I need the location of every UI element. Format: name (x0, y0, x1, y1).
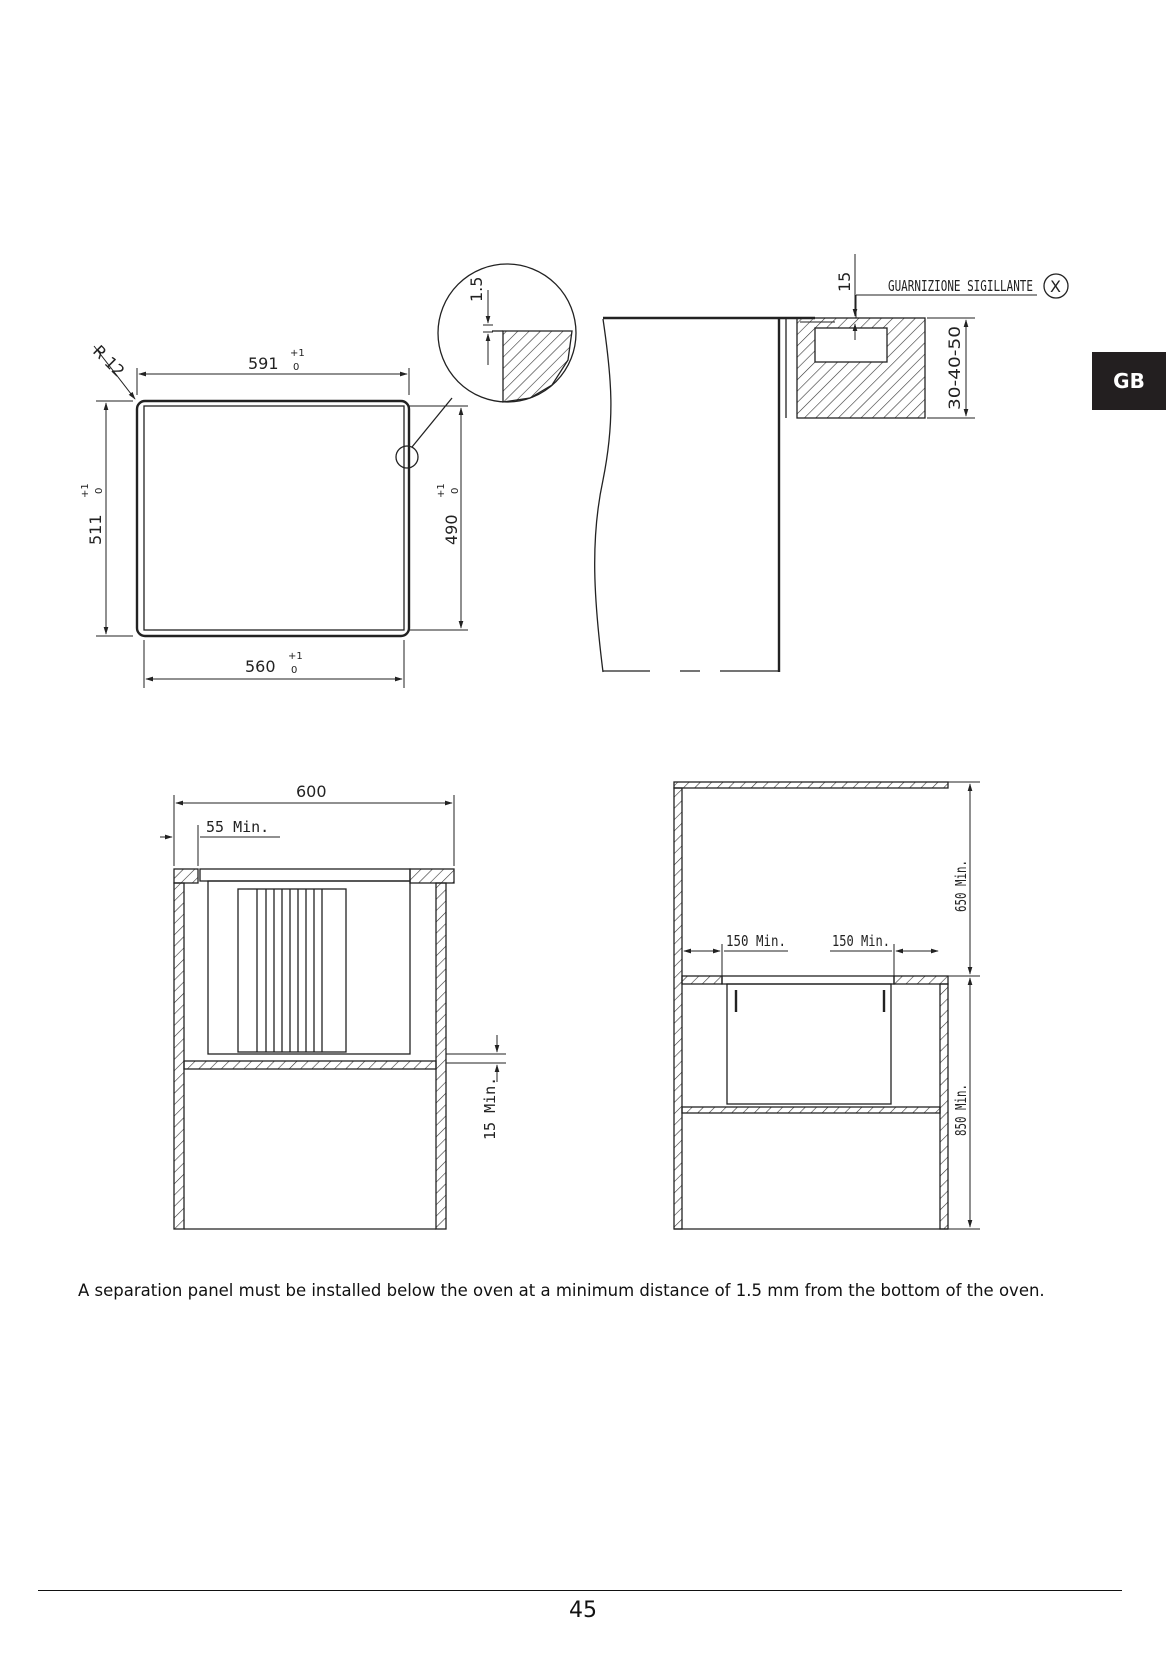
seal-marker-label: X (1050, 277, 1061, 296)
width-top-tol-plus: +1 (290, 348, 305, 359)
thickness-label: 30-40-50 (945, 326, 964, 410)
gap-15-label: 15 (835, 272, 854, 292)
cutout-outer (135, 399, 411, 638)
separation-panel (183, 1060, 437, 1070)
right-clearance-label: 150 Min. (832, 932, 890, 950)
upper-height-label: 650 Min. (952, 860, 970, 912)
page-number: 45 (569, 1598, 597, 1623)
width-bottom-tol-plus: +1 (288, 651, 303, 662)
figure-cutout-top-view: R 12 591 +1 0 560 +1 0 511 +1 0 490 +1 0 (80, 263, 577, 688)
width-bottom-label: 560 (245, 657, 276, 676)
detail-gap-label: 1.5 (467, 277, 486, 302)
width-bottom-tol-zero: 0 (291, 665, 297, 676)
cabinet-right-wall (435, 882, 447, 1230)
oven-door-slats (256, 889, 323, 1052)
panel-gap-label: 15 Min. (481, 1077, 499, 1140)
cutout-inner (143, 405, 405, 631)
figure-seal-section: GUARNIZIONE SIGILLANTE X 15 30-40-50 (594, 254, 1069, 673)
footer-divider (38, 1590, 1122, 1591)
cabinet-left-wall (173, 882, 185, 1230)
seal-pocket (814, 327, 888, 363)
min-gap-label: 55 Min. (206, 818, 269, 836)
height-left-label: 511 (86, 514, 105, 545)
oven-body (726, 983, 892, 1105)
width-600-label: 600 (296, 782, 327, 801)
height-left-tol-plus: +1 (80, 483, 91, 498)
width-top-label: 591 (248, 354, 279, 373)
language-tab-gb: GB (1092, 352, 1166, 410)
left-clearance-label: 150 Min. (726, 932, 786, 950)
column-shelf (681, 1106, 941, 1114)
height-right-label: 490 (442, 514, 461, 545)
height-left-tol-zero: 0 (94, 488, 105, 494)
installation-note: A separation panel must be installed bel… (78, 1281, 1045, 1300)
oven-body (207, 880, 411, 1055)
lower-height-label: 850 Min. (952, 1084, 970, 1136)
column-right-wall (939, 983, 949, 1230)
height-right-tol-plus: +1 (436, 483, 447, 498)
figure-undercounter-oven: 600 55 Min. 15 Min. (160, 782, 506, 1230)
figure-column-oven: 150 Min. 150 Min. 650 Min. 850 Min. (673, 781, 980, 1230)
hob-top (199, 868, 411, 882)
seal-label: GUARNIZIONE SIGILLANTE (888, 277, 1033, 295)
height-right-tol-zero: 0 (450, 488, 461, 494)
hob-top (721, 975, 895, 985)
width-top-tol-zero: 0 (293, 362, 299, 373)
column-left-wall (673, 787, 683, 1230)
seal-marker-circle (1043, 273, 1069, 299)
